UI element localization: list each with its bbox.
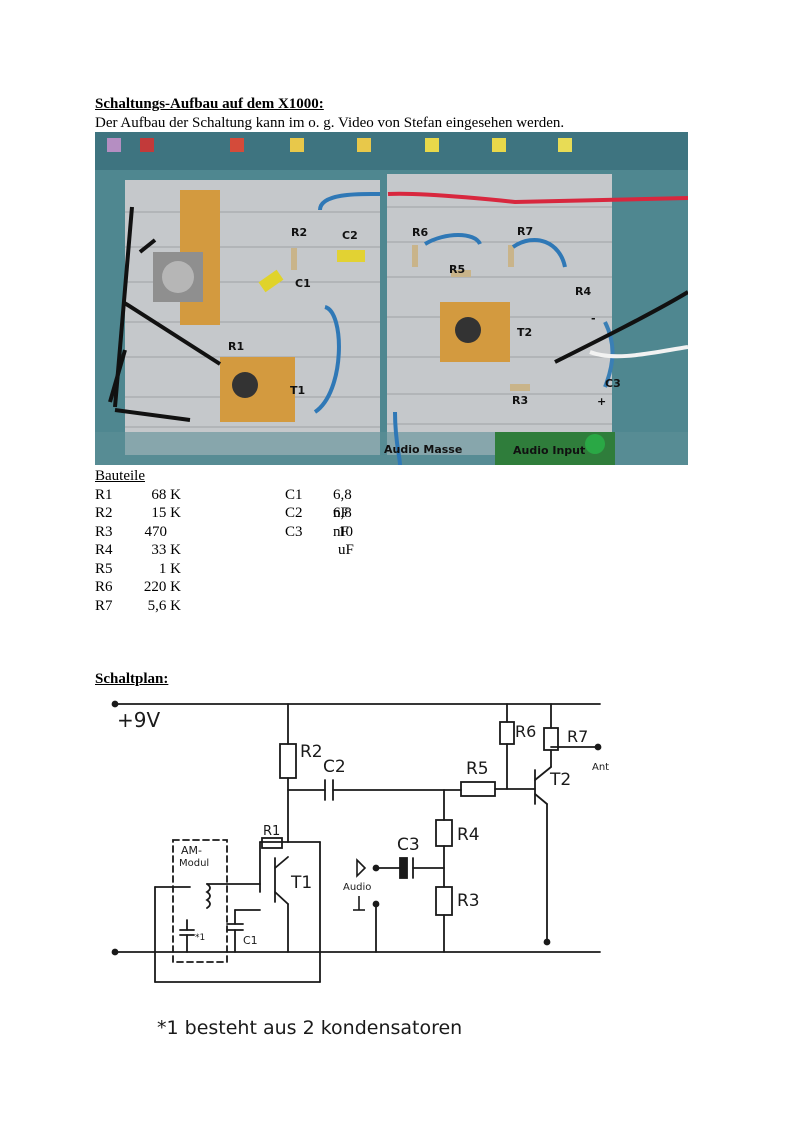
- capacitor-name: C3: [285, 523, 303, 540]
- schem-label-star: *1: [195, 933, 205, 943]
- breadboard-photo: R2 C2 R6 R7 R5 C1 R4 - T2 R1 T1 C3 R3 + …: [95, 132, 688, 465]
- schem-label-r2: R2: [300, 742, 323, 762]
- parts-row: R1 68 K C1 6,8 nF: [95, 486, 352, 522]
- section-heading-schaltplan: Schaltplan:: [95, 671, 169, 687]
- photo-label-audio-input: Audio Input: [513, 444, 585, 457]
- schem-label-t1: T1: [290, 873, 312, 893]
- schem-label-r7: R7: [567, 727, 588, 746]
- resistor-name: R6: [95, 579, 113, 595]
- capacitor-value: 6,8 nF: [333, 486, 352, 522]
- schem-label-supply: +9V: [117, 708, 160, 732]
- parts-row: R5 1 K: [95, 560, 181, 579]
- schematic-svg: +9V R2 C2 R5 R6 R7 Ant T2 R4 C3 R3 Audio…: [111, 700, 609, 1039]
- intro-text: Der Aufbau der Schaltung kann im o. g. V…: [95, 115, 565, 131]
- parts-title: Bauteile: [95, 468, 145, 484]
- schem-label-t2: T2: [549, 770, 571, 790]
- schem-label-r1: R1: [263, 824, 280, 839]
- parts-row: R7 5,6 K: [95, 597, 181, 616]
- photo-label-r5: R5: [449, 263, 465, 276]
- photo-label-r4: R4: [575, 285, 591, 298]
- schem-label-r6: R6: [515, 722, 536, 741]
- resistor-value: 15 K: [151, 505, 181, 521]
- resistor-name: R2: [95, 505, 113, 521]
- photo-label-c3: C3: [605, 377, 621, 390]
- resistor-name: R1: [95, 486, 113, 503]
- schem-label-ant: Ant: [592, 762, 609, 773]
- photo-label-t1: T1: [290, 384, 305, 397]
- schem-label-r5: R5: [466, 759, 489, 779]
- photo-label-t2: T2: [517, 326, 532, 339]
- resistor-value: 220 K: [143, 579, 181, 595]
- capacitor-value: 10 uF: [338, 523, 354, 559]
- parts-row: R3 470 C3 10 uF: [95, 523, 354, 559]
- resistor-name: R4: [95, 542, 113, 558]
- resistor-name: R5: [95, 560, 113, 577]
- resistor-value: 68 K: [151, 486, 181, 503]
- schem-label-audio: Audio: [343, 882, 371, 893]
- resistor-name: R3: [95, 523, 113, 540]
- photo-label-r2: R2: [291, 226, 307, 239]
- parts-list: Bauteile R1 68 K C1 6,8 nF R2 15 K C2 6,…: [95, 467, 354, 616]
- parts-row: R2 15 K C2 6,8 nF: [95, 504, 352, 540]
- schem-label-r3: R3: [457, 891, 480, 911]
- schem-label-c2: C2: [323, 757, 346, 777]
- photo-label-c1: C1: [295, 277, 311, 290]
- resistor-value: 33 K: [151, 542, 181, 558]
- photo-label-r6: R6: [412, 226, 428, 239]
- resistor-value: 1 K: [158, 560, 181, 577]
- photo-label-plus: +: [597, 395, 606, 408]
- photo-label-r3: R3: [512, 394, 528, 407]
- photo-label-r1: R1: [228, 340, 244, 353]
- schem-label-r4: R4: [457, 825, 480, 845]
- capacitor-name: C1: [285, 486, 303, 503]
- schem-label-module-1: AM-: [181, 844, 202, 857]
- photo-label-minus: -: [591, 312, 596, 325]
- capacitor-name: C2: [285, 505, 303, 521]
- breadboard-photo-svg: R2 C2 R6 R7 R5 C1 R4 - T2 R1 T1 C3 R3 + …: [95, 132, 688, 465]
- schem-footnote: *1 besteht aus 2 kondensatoren: [157, 1017, 462, 1039]
- resistor-value: 470: [144, 523, 168, 540]
- capacitor-value: 6,8 nF: [333, 505, 352, 540]
- schematic-drawing: +9V R2 C2 R5 R6 R7 Ant T2 R4 C3 R3 Audio…: [95, 692, 615, 1042]
- photo-label-c2: C2: [342, 229, 358, 242]
- parts-row: R4 33 K: [95, 541, 181, 560]
- resistor-value: 5,6 K: [147, 597, 181, 614]
- schem-label-c3: C3: [397, 835, 420, 855]
- parts-row: R6 220 K: [95, 578, 181, 597]
- section-heading-aufbau: Schaltungs-Aufbau auf dem X1000:: [95, 96, 324, 112]
- schem-label-module-2: Modul: [179, 858, 209, 869]
- resistor-name: R7: [95, 597, 113, 614]
- photo-label-audio-masse: Audio Masse: [384, 443, 462, 456]
- photo-label-r7: R7: [517, 225, 533, 238]
- schem-label-c1: C1: [243, 934, 258, 947]
